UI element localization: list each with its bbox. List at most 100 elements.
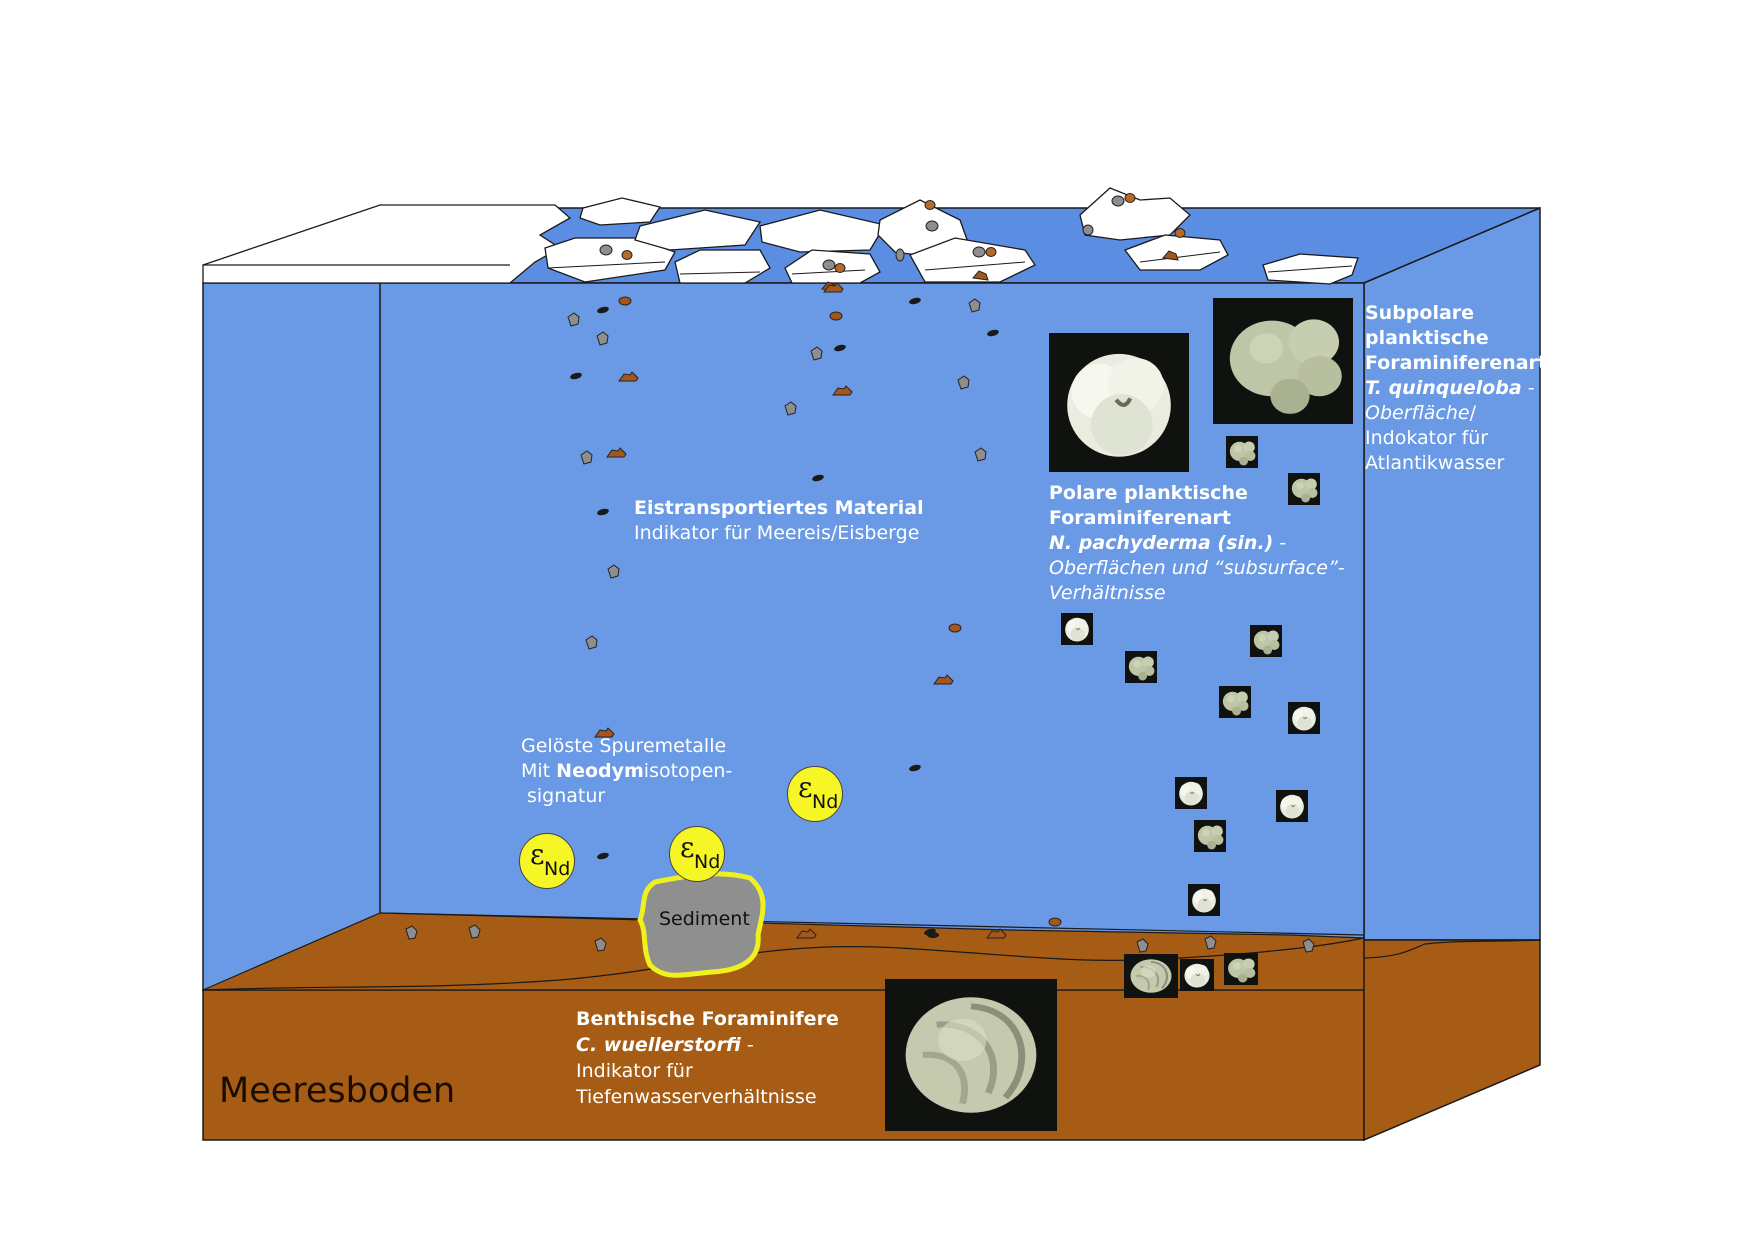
inner-back-bottom-edge: [379, 912, 1365, 936]
ice-floe: [909, 237, 1036, 283]
debris-grain: [606, 447, 627, 458]
nd-isotope-marker: ε Nd: [669, 826, 725, 882]
nd-isotope-marker: ε Nd: [519, 833, 575, 889]
benthic-foram-species: C. wuellerstorfi: [576, 1034, 741, 1056]
benthic-foram-line1: Benthische Foraminifere: [576, 1008, 839, 1030]
debris-grain: [1048, 917, 1062, 927]
seafloor-grain: [927, 932, 939, 938]
ice-floe: [759, 209, 887, 253]
debris-grain: [570, 372, 582, 380]
trace-metals-line3: signatur: [527, 785, 606, 807]
foram-small-image: [1061, 613, 1093, 645]
nd-subscript: Nd: [812, 791, 839, 813]
ice-floe-edges: [547, 251, 1353, 275]
debris-grain: [596, 331, 609, 346]
debris-grain: [974, 447, 987, 462]
debris-grain: [823, 282, 844, 293]
subpolar-foram-species: T. quinqueloba: [1365, 377, 1522, 399]
seafloor-title: Meeresboden: [219, 1071, 456, 1111]
subpolar-foram-large-image: [1213, 298, 1353, 424]
seafloor-side-right: [1363, 939, 1541, 1142]
trace-metals-prefix: Mit: [521, 760, 557, 782]
debris-grain: [933, 674, 954, 685]
epsilon-symbol: ε: [680, 831, 695, 864]
seafloor-grain: [1204, 935, 1217, 950]
epsilon-symbol: ε: [798, 771, 813, 804]
foram-small-image: [1180, 959, 1214, 991]
foram-small-image: [1188, 884, 1220, 916]
epsilon-symbol: ε: [530, 838, 545, 871]
ice-rafted-label: Eistransportiertes Material Indikator fü…: [634, 496, 924, 546]
seafloor-grain: [986, 928, 1007, 939]
nd-isotope-marker: ε Nd: [787, 766, 843, 822]
trace-metals-suffix: isotopen-: [643, 760, 733, 782]
debris-grain: [567, 312, 580, 327]
debris-grain: [594, 727, 615, 738]
foram-small-image: [1288, 702, 1320, 734]
foram-small-image: [1219, 686, 1251, 718]
subpolar-foram-line7: Atlantikwasser: [1365, 452, 1505, 474]
seafloor-right-relief-line: [1363, 939, 1541, 959]
debris-grain: [829, 311, 843, 321]
trace-metals-line1: Gelöste Spuremetalle: [521, 735, 727, 757]
polar-foram-dash: -: [1273, 532, 1287, 554]
subpolar-foram-dash: -: [1521, 377, 1535, 399]
debris-grain: [580, 450, 593, 465]
subpolar-foram-label: Subpolare planktische Foraminiferenart T…: [1365, 301, 1547, 476]
debris-grain: [968, 298, 981, 313]
ice-rafted-title: Eistransportiertes Material: [634, 497, 924, 519]
debris-grain: [597, 852, 609, 860]
debris-grain: [957, 375, 970, 390]
subpolar-foram-line3: Foraminiferenart: [1365, 352, 1548, 374]
subpolar-foram-line1: Subpolare: [1365, 302, 1475, 324]
debris-grain: [834, 344, 846, 352]
seafloor-grain: [1136, 938, 1149, 953]
benthic-foram-small-image: [1124, 954, 1178, 998]
debris-grain: [987, 329, 999, 337]
foram-small-image: [1224, 953, 1258, 985]
debris-grain: [812, 474, 824, 482]
debris-grain: [810, 346, 823, 361]
ice-rafted-debris: [567, 282, 1062, 936]
debris-grain: [618, 296, 632, 306]
polar-foram-line1: Polare planktische: [1049, 482, 1248, 504]
ice-floe: [634, 209, 762, 251]
benthic-foram-label: Benthische Foraminifere C. wuellerstorfi…: [576, 1006, 839, 1110]
benthic-foram-dash: -: [740, 1034, 754, 1056]
subpolar-foram-line6: Indokator für: [1365, 427, 1489, 449]
polar-foram-label: Polare planktische Foraminiferenart N. p…: [1049, 481, 1345, 606]
debris-grain: [909, 764, 921, 772]
ice-floe: [579, 197, 662, 226]
seafloor-grain: [796, 928, 817, 939]
foram-small-image: [1226, 436, 1258, 468]
benthic-foram-line4: Tiefenwasserverhältnisse: [576, 1086, 817, 1108]
debris-grain: [909, 297, 921, 305]
polar-foram-species: N. pachyderma (sin.): [1049, 532, 1274, 554]
polar-foram-large-image: [1049, 333, 1189, 472]
debris-grain: [607, 564, 620, 579]
subpolar-foram-slash: /: [1469, 402, 1477, 424]
foram-small-image: [1288, 473, 1320, 505]
polar-foram-line5: Verhältnisse: [1049, 582, 1166, 604]
foram-small-image: [1194, 820, 1226, 852]
ice-floe: [1079, 187, 1191, 241]
debris-grain: [948, 623, 962, 633]
debris-grain: [784, 401, 797, 416]
seafloor-grain: [468, 924, 481, 939]
trace-metals-label: Gelöste Spuremetalle Mit Neodymisotopen-…: [521, 734, 732, 809]
foram-small-image: [1125, 651, 1157, 683]
benthic-foram-large-image: [885, 979, 1057, 1131]
ice-floe: [674, 249, 771, 284]
subpolar-foram-line2: planktische: [1365, 327, 1489, 349]
polar-foram-line2: Foraminiferenart: [1049, 507, 1232, 529]
foram-small-image: [1175, 777, 1207, 809]
benthic-foram-line3: Indikator für: [576, 1060, 693, 1082]
polar-foram-line4: Oberflächen und “subsurface”-: [1049, 557, 1345, 579]
foram-small-image: [1250, 625, 1282, 657]
nd-subscript: Nd: [694, 851, 721, 873]
seafloor-grains: [405, 924, 1315, 953]
foram-small-image: [1276, 790, 1308, 822]
debris-grain: [597, 508, 609, 516]
